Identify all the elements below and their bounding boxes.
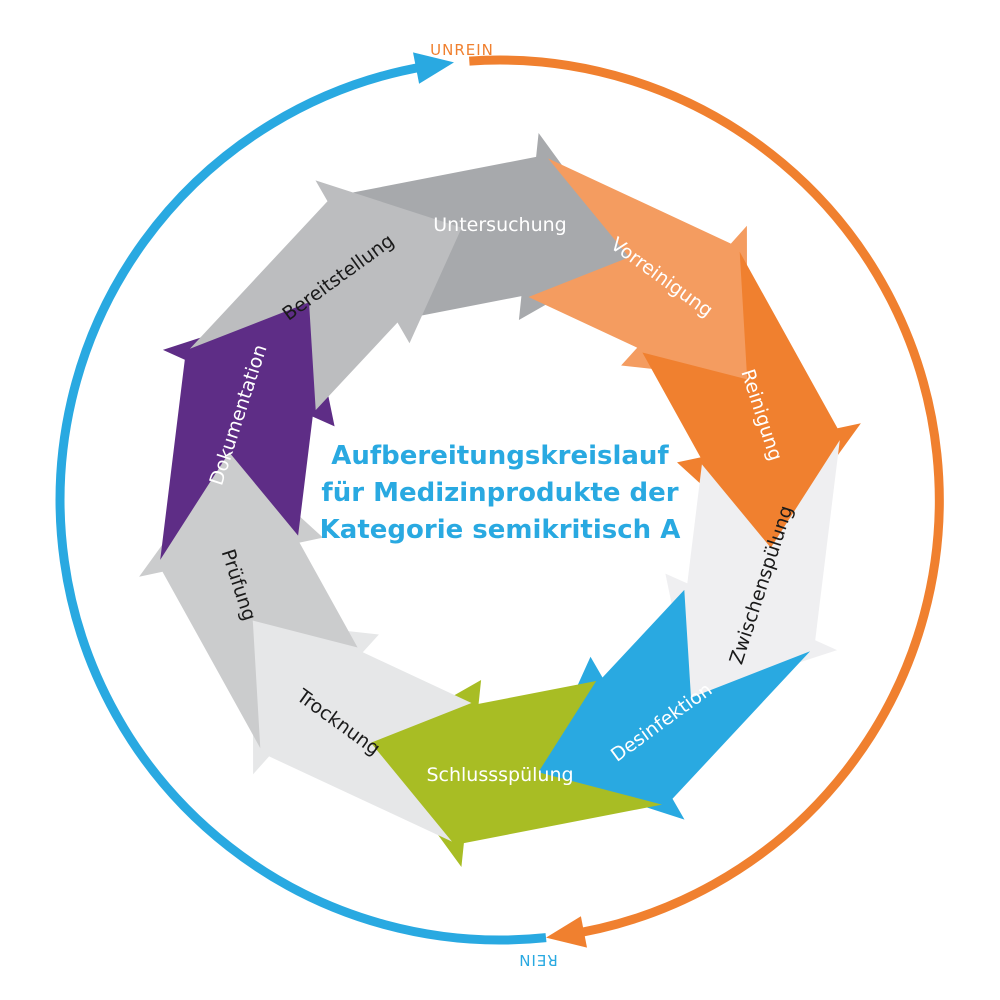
arrow-segment-5 (538, 589, 811, 820)
outer-ring (55, 52, 944, 948)
arrow-segment-7 (252, 620, 472, 842)
rein-arrowhead (413, 52, 454, 84)
rein-ring-arc (55, 62, 547, 945)
arrow-segment-1 (338, 133, 630, 320)
step-label-1: Untersuchung (433, 214, 566, 236)
arrow-segment-10 (189, 180, 462, 411)
arrow-segment-3 (642, 251, 861, 548)
arrow-segment-2 (528, 158, 748, 380)
center-title: Aufbereitungskreislauf für Medizinproduk… (300, 438, 700, 549)
arrow-segment-8 (139, 452, 358, 749)
unrein-label: UNREIN (430, 41, 494, 59)
rein-label: REIN (518, 951, 558, 969)
cycle-segments: UntersuchungVorreinigungReinigungZwische… (139, 133, 861, 867)
arrow-segment-9 (160, 302, 335, 560)
unrein-ring-arc (469, 55, 944, 941)
arrow-segment-4 (665, 440, 840, 698)
arrow-segment-6 (370, 680, 662, 867)
unrein-arrowhead (546, 916, 587, 948)
outer-labels: UNREIN REIN (430, 41, 558, 969)
center-title-line-2: für Medizinprodukte der (321, 478, 679, 508)
center-title-line-1: Aufbereitungskreislauf (331, 441, 669, 471)
center-title-line-3: Kategorie semikritisch A (319, 515, 681, 545)
step-label-6: Schlussspülung (426, 764, 573, 786)
